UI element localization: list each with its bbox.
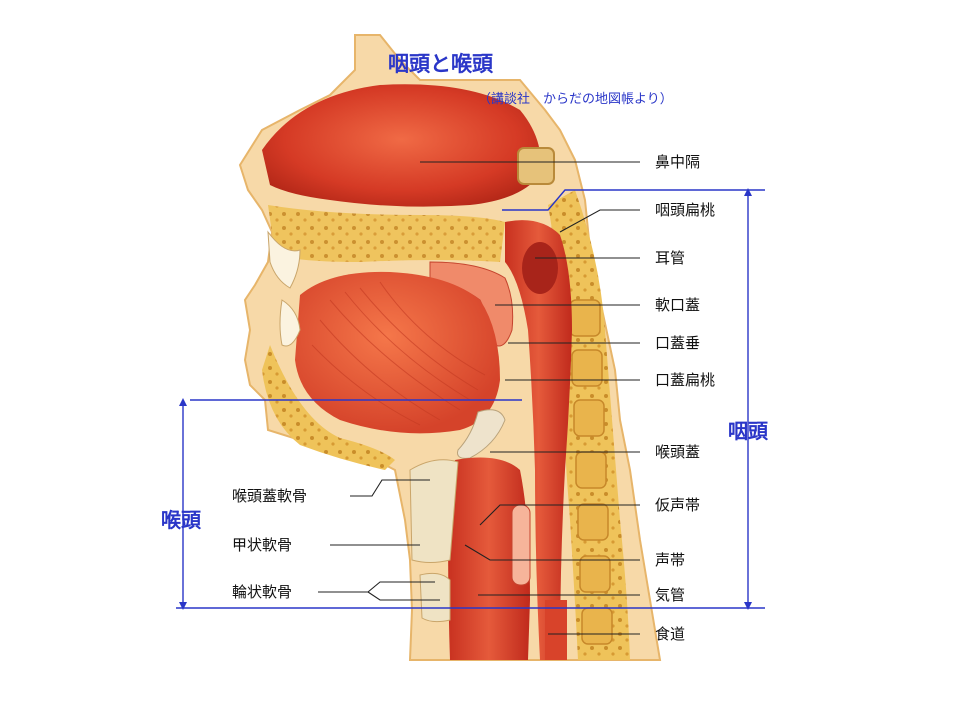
label-trachea: 気管 bbox=[655, 586, 686, 604]
label-epiglottis: 喉頭蓋 bbox=[655, 443, 701, 461]
label-esophagus: 食道 bbox=[655, 625, 686, 643]
label-vocal-cord: 声帯 bbox=[655, 551, 686, 569]
diagram-subtitle: （講談社 からだの地図帳より） bbox=[478, 92, 673, 107]
label-uvula: 口蓋垂 bbox=[655, 334, 701, 352]
label-cricoid-cartilage: 輪状軟骨 bbox=[232, 583, 293, 601]
label-false-vocal-cord: 仮声帯 bbox=[655, 496, 701, 514]
region-label-pharynx: 咽頭 bbox=[728, 419, 768, 443]
label-eustachian-tube: 耳管 bbox=[655, 249, 686, 267]
region-label-larynx: 喉頭 bbox=[161, 508, 201, 532]
label-nasal-septum: 鼻中隔 bbox=[655, 153, 701, 171]
label-epiglottic-cartilage: 喉頭蓋軟骨 bbox=[232, 487, 308, 505]
diagram-title: 咽頭と喉頭 bbox=[388, 52, 493, 76]
label-palatine-tonsil: 口蓋扁桃 bbox=[655, 371, 716, 389]
label-pharyngeal-tonsil: 咽頭扁桃 bbox=[655, 201, 716, 219]
label-thyroid-cartilage: 甲状軟骨 bbox=[232, 536, 293, 554]
label-soft-palate: 軟口蓋 bbox=[655, 296, 701, 314]
